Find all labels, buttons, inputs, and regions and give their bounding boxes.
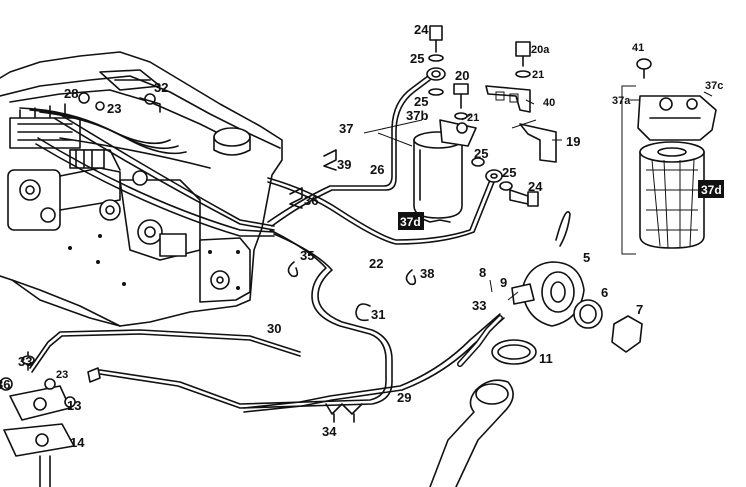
label-9: 9 [500,275,507,290]
label-23-bottom: 23 [56,369,68,381]
fuel-filter-center [398,119,477,230]
label-34: 34 [322,424,337,439]
label-8: 8 [479,265,486,280]
engine-block [0,51,283,327]
label-7: 7 [636,302,643,317]
label-39: 39 [337,157,351,172]
leader-lines [363,91,713,301]
label-21-mid: 21 [467,112,479,124]
label-24-top: 24 [414,22,429,37]
label-37b: 37b [406,108,428,123]
label-37a: 37a [612,95,631,107]
label-25-b: 25 [414,94,428,109]
label-20a: 20a [531,44,550,56]
label-41: 41 [632,42,644,54]
label-22: 22 [369,256,383,271]
label-26: 26 [370,162,384,177]
label-28: 28 [64,86,78,101]
label-13: 13 [67,398,81,413]
label-21-top: 21 [532,69,544,81]
lower-plates [0,351,101,487]
fuel-pipes [29,75,505,413]
label-33-left: 33 [18,354,32,369]
label-6: 6 [601,285,608,300]
label-19: 19 [566,134,580,149]
label-25-c: 25 [474,146,488,161]
label-30: 30 [267,321,281,336]
label-5: 5 [583,250,590,265]
label-37c: 37c [705,80,723,92]
label-23-top: 23 [107,101,121,116]
label-35: 35 [300,248,314,263]
label-11: 11 [539,351,553,366]
label-14: 14 [70,435,85,450]
label-38: 38 [420,266,434,281]
clips [287,149,417,423]
filter-assembly-37a [621,58,724,255]
brackets [485,85,557,163]
label-33-right: 33 [472,298,486,313]
top-fittings [426,25,531,120]
label-25-d: 25 [502,165,516,180]
label-29: 29 [397,390,411,405]
right-fittings [471,157,539,207]
label-20: 20 [455,68,469,83]
lift-pump [511,211,643,353]
tag-37d-center: 37d [400,215,421,229]
hoses-clamps [429,315,537,487]
label-25-a: 25 [410,51,424,66]
label-31: 31 [371,307,385,322]
tag-37d-right: 37d [701,183,722,197]
label-24-right: 24 [528,179,543,194]
label-36-left: 36 [0,377,10,392]
label-32: 32 [154,80,168,95]
label-37: 37 [339,121,353,136]
label-36: 36 [304,193,318,208]
label-40: 40 [543,97,555,109]
